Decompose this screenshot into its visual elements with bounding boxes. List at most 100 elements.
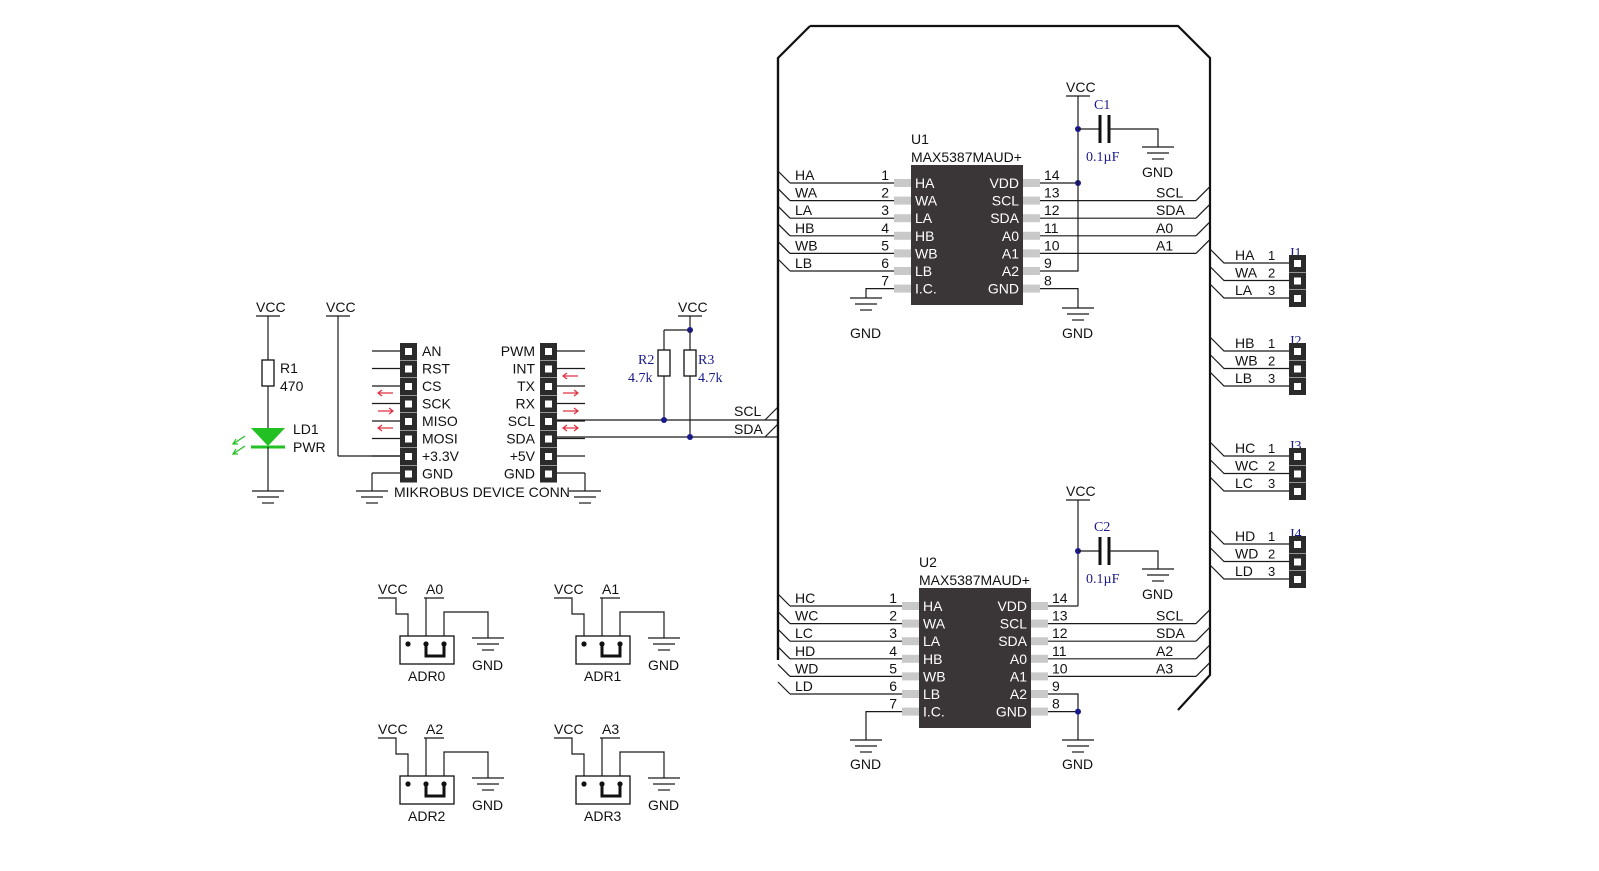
ic-pin-name: VDD: [989, 175, 1019, 191]
ic-pin-number: 5: [889, 660, 897, 676]
ic-pin-stub: [1031, 619, 1048, 628]
ic-pin-stub: [1023, 267, 1040, 275]
gnd-label: GND: [1062, 325, 1093, 341]
jumper-net: LC: [1235, 475, 1253, 491]
ic-u1: U1 MAX5387MAUD+ HA1HAWA2WALA3LAHB4HBWB5W…: [777, 131, 1211, 341]
u1-ref: U1: [911, 131, 929, 147]
ic-pin-number: 11: [1052, 643, 1067, 659]
ic-pin-number: 5: [881, 237, 889, 253]
header-pad: [405, 470, 412, 478]
r3-ref: R3: [698, 353, 714, 368]
jumper-net: LA: [1235, 282, 1253, 298]
header-pad: [405, 348, 412, 355]
ic-pin-name: A2: [1002, 263, 1019, 279]
header-pad: [545, 365, 552, 373]
header-pad: [1294, 453, 1301, 460]
ic-pin-stub: [894, 196, 911, 205]
ic-pin-stub: [894, 267, 911, 275]
net-scl: SCL: [734, 403, 761, 419]
ic-pin-stub: [894, 179, 911, 187]
header-pad: [545, 435, 552, 443]
jumper-pin-number: 3: [1268, 283, 1275, 298]
ic-pin-number: 2: [889, 608, 897, 624]
mikrobus-right-label: RX: [516, 396, 536, 412]
vcc-label: VCC: [326, 299, 356, 315]
gnd-label: GND: [648, 797, 679, 813]
header-pad: [1294, 488, 1301, 495]
ic-body: [919, 588, 1031, 728]
net-label: WA: [795, 185, 818, 201]
net-label: LD: [795, 678, 813, 694]
header-pad: [1294, 558, 1301, 566]
ic-pin-name: A0: [1010, 651, 1027, 667]
ic-pin-stub: [1023, 214, 1040, 223]
ic-pin-name: SCL: [1000, 616, 1027, 632]
signal-direction-arrows: [377, 372, 579, 432]
ic-body: [911, 165, 1023, 305]
ic-pin-number: 10: [1044, 237, 1060, 253]
ic-pin-name: GND: [988, 281, 1019, 297]
jumper-pin-number: 3: [1268, 476, 1275, 491]
ic-pin-name: A1: [1002, 245, 1019, 261]
net-label: SCL: [1156, 608, 1183, 624]
r1-ref: R1: [280, 360, 298, 376]
vcc-label: VCC: [678, 299, 708, 315]
cap-value: 0.1µF: [1086, 572, 1120, 587]
header-pad: [545, 400, 552, 408]
ic-pin-stub: [1031, 690, 1048, 698]
resistor-r3: [683, 349, 697, 377]
ground-symbol: [850, 297, 882, 311]
net-label: SCL: [1156, 185, 1183, 201]
ground-symbol: [1062, 739, 1094, 753]
jumper-pin-number: 2: [1268, 266, 1275, 281]
mikrobus-left-label: SCK: [422, 396, 451, 412]
ic-pin-stub: [902, 690, 919, 698]
ic-pin-name: GND: [996, 704, 1027, 720]
net-label: HB: [795, 220, 814, 236]
ground-symbol: [252, 490, 284, 504]
ic-pin-number: 6: [881, 255, 889, 271]
header-pad: [545, 470, 552, 478]
ic-pin-number: 3: [889, 625, 897, 641]
i2c-pullups: VCC R2 4.7k R3 4.7k SCL SDA: [557, 299, 779, 440]
led-section: VCC R1 470 LD1 PWR: [231, 299, 326, 504]
vcc-label: VCC: [378, 721, 408, 737]
jumper-pin-number: 1: [1268, 529, 1275, 544]
ic-pin-stub: [902, 672, 919, 681]
ground-symbol: [472, 777, 504, 791]
ic-pin-name: HB: [915, 228, 934, 244]
header-pad: [405, 435, 412, 443]
ic-pin-number: 2: [881, 185, 889, 201]
ground-symbol: [472, 637, 504, 651]
net-label: A2: [1156, 643, 1173, 659]
ic-pin-name: SCL: [992, 193, 1019, 209]
mikrobus-left-label: RST: [422, 361, 450, 377]
jumper-pin-number: 3: [1268, 564, 1275, 579]
header-pad: [405, 365, 412, 373]
net-label: A0: [1156, 220, 1173, 236]
ic-pin-number: 4: [889, 643, 897, 659]
ic-pin-name: SDA: [998, 633, 1027, 649]
ic-pin-stub: [1023, 179, 1040, 187]
ground-symbol: [850, 739, 882, 753]
net-label: SDA: [1156, 625, 1185, 641]
ic-pin-number: 1: [889, 590, 897, 606]
ic-pin-number: 6: [889, 678, 897, 694]
gnd-label: GND: [1062, 756, 1093, 772]
gnd-label: GND: [472, 657, 503, 673]
r2-value: 4.7k: [628, 371, 653, 386]
ic-pin-name: A2: [1010, 686, 1027, 702]
jumper-net: HD: [1235, 528, 1255, 544]
ground-symbol: [1142, 568, 1174, 582]
jumper-pin-number: 3: [1268, 371, 1275, 386]
ic-pin-name: WA: [915, 193, 938, 209]
header-pad: [545, 418, 552, 425]
